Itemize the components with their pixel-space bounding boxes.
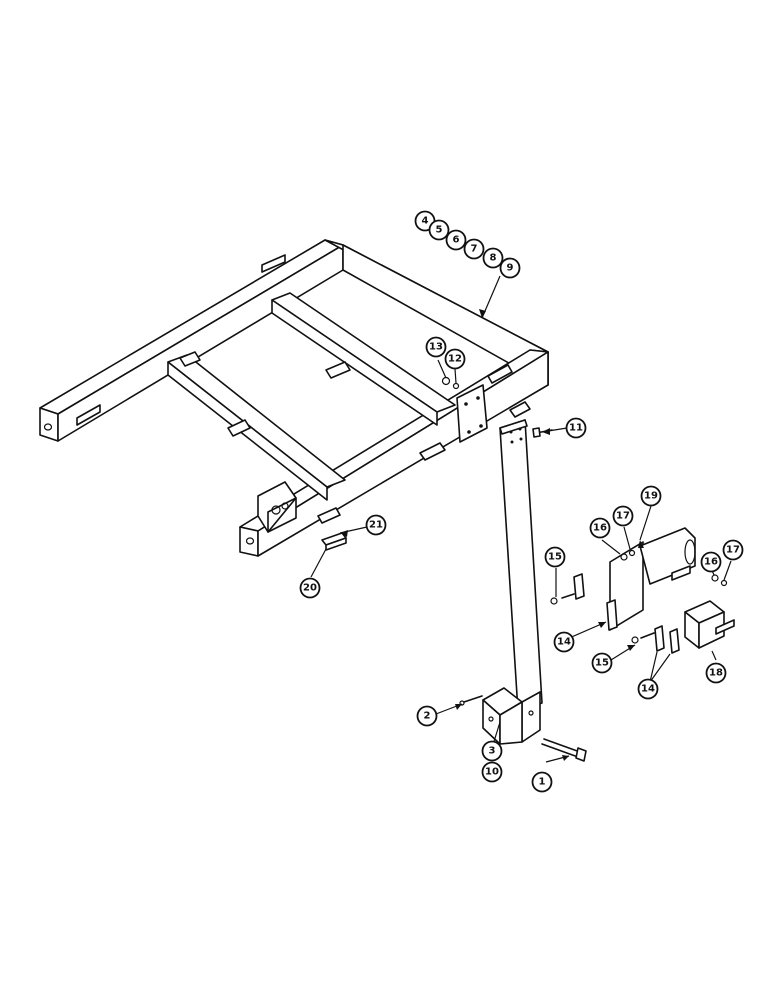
svg-text:11: 11 — [569, 423, 583, 434]
callout-16b: 16 — [700, 551, 722, 573]
svg-text:14: 14 — [557, 637, 571, 648]
bolt-long — [541, 738, 587, 762]
bolts-15 — [550, 593, 655, 644]
callout-18: 18 — [705, 662, 727, 684]
nuts-16-17 — [620, 549, 728, 587]
svg-text:6: 6 — [453, 235, 460, 246]
frame-assembly — [39, 239, 549, 557]
svg-text:15: 15 — [595, 658, 609, 669]
svg-text:21: 21 — [369, 520, 383, 531]
svg-text:9: 9 — [507, 263, 514, 274]
plates-14 — [573, 573, 680, 654]
svg-text:13: 13 — [429, 342, 443, 353]
frame-cross-member-rear — [271, 292, 456, 426]
svg-text:16: 16 — [593, 523, 607, 534]
frame-rail-top — [39, 239, 344, 442]
upright-post — [499, 419, 543, 712]
callout-20: 20 — [299, 577, 321, 599]
callout-6: 6 — [445, 229, 467, 251]
callout-5: 5 — [428, 219, 450, 241]
svg-text:12: 12 — [448, 354, 462, 365]
mounting-plate — [456, 384, 488, 443]
svg-text:15: 15 — [548, 552, 562, 563]
callout-1: 1 — [531, 771, 553, 793]
callout-16a: 16 — [589, 517, 611, 539]
svg-text:17: 17 — [726, 545, 740, 556]
svg-text:14: 14 — [641, 684, 655, 695]
svg-text:10: 10 — [485, 767, 499, 778]
tube-bracket-19 — [609, 527, 696, 631]
callout-2: 2 — [416, 705, 438, 727]
svg-text:20: 20 — [303, 583, 317, 594]
svg-text:2: 2 — [424, 711, 431, 722]
callout-7: 7 — [463, 238, 485, 260]
pin-small — [459, 695, 483, 706]
svg-text:1: 1 — [539, 777, 546, 788]
bracket-18 — [684, 600, 735, 649]
callout-14b: 14 — [637, 678, 659, 700]
callout-8: 8 — [482, 247, 504, 269]
callout-15a: 15 — [544, 546, 566, 568]
svg-text:5: 5 — [436, 225, 443, 236]
callout-13: 13 — [425, 336, 447, 358]
svg-text:7: 7 — [471, 244, 478, 255]
frame-mounting-tabs — [179, 254, 531, 524]
callout-9: 9 — [499, 257, 521, 279]
svg-text:3: 3 — [489, 746, 496, 757]
callout-14a: 14 — [553, 631, 575, 653]
clip-part — [321, 532, 347, 551]
svg-text:16: 16 — [704, 557, 718, 568]
svg-text:17: 17 — [616, 511, 630, 522]
callout-19: 19 — [640, 485, 662, 507]
callout-3: 3 — [481, 740, 503, 762]
callout-21: 21 — [365, 514, 387, 536]
callout-11: 11 — [565, 417, 587, 439]
frame-cross-member-front — [167, 354, 346, 501]
callout-12: 12 — [444, 348, 466, 370]
callout-17a: 17 — [612, 505, 634, 527]
svg-text:19: 19 — [644, 491, 658, 502]
svg-text:18: 18 — [709, 668, 723, 679]
u-bracket — [482, 687, 541, 745]
svg-text:4: 4 — [422, 216, 429, 227]
svg-text:8: 8 — [490, 253, 497, 264]
callout-10: 10 — [481, 761, 503, 783]
leader-arrowheads — [340, 309, 644, 761]
hitch-bracket — [257, 481, 297, 533]
callout-15b: 15 — [591, 652, 613, 674]
callout-17b: 17 — [722, 539, 744, 561]
